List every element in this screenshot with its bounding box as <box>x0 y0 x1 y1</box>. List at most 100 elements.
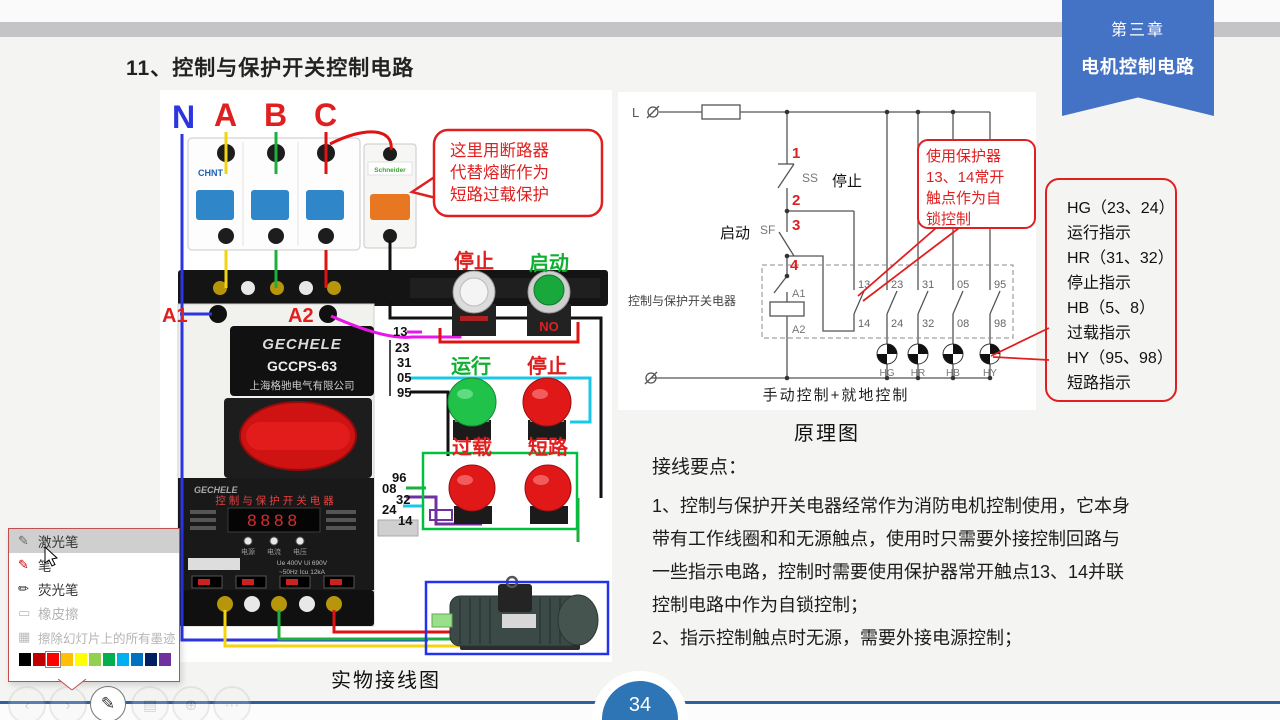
lower-terminal-numbers: 96 08 32 24 14 <box>382 470 413 528</box>
erase-all-icon: ▦ <box>18 629 31 644</box>
legend-line: HY（95、98） <box>1067 350 1173 367</box>
svg-text:HB: HB <box>946 368 960 379</box>
notes-line: 2、指示控制触点时无源，需要外接电源控制； <box>652 628 1023 648</box>
eraser-icon: ▭ <box>18 605 31 620</box>
more-options-button[interactable]: ⋯ <box>213 686 251 720</box>
lamp-legend-callout: HG（23、24） 运行指示 HR（31、32） 停止指示 HB（5、8） 过载… <box>1045 178 1177 402</box>
notes-block: 接线要点： 1、控制与保护开关电器经常作为消防电机控制使用，它本身 带有工作线圈… <box>652 452 1212 655</box>
svg-text:HG: HG <box>880 368 895 379</box>
ss-stop-label: 停止 <box>832 173 862 190</box>
legend-line: 过载指示 <box>1067 325 1132 342</box>
schematic-caption: 原理图 <box>794 423 860 445</box>
start-pushbutton <box>527 270 571 336</box>
color-swatch[interactable] <box>103 653 115 666</box>
wiring-photo-figure: CHNT Schneider <box>160 90 612 662</box>
color-swatch[interactable] <box>117 653 129 666</box>
breaker-callout: 这里用断路器 代替熔断作为 短路过载保护 <box>408 128 604 218</box>
svg-text:运行: 运行 <box>451 354 491 378</box>
ink-color-palette <box>9 649 179 668</box>
junction-dots <box>784 109 993 381</box>
circuit-lines <box>644 104 990 385</box>
notes-line: 带有工作线圈和和无源触点，使用时只需要外接控制回路与 <box>652 529 1120 549</box>
svg-text:13、14常开: 13、14常开 <box>926 169 1004 186</box>
photo-caption: 实物接线图 <box>331 670 441 692</box>
svg-text:95: 95 <box>397 385 411 400</box>
svg-text:SS: SS <box>802 171 818 185</box>
wiring-photo: CHNT Schneider <box>162 97 610 656</box>
color-swatch[interactable] <box>61 653 73 666</box>
color-swatch[interactable] <box>33 653 45 666</box>
upper-terminal-numbers: 13 23 31 05 95 <box>389 324 411 400</box>
menu-item-laser-pointer[interactable]: ✎ 激光笔 <box>9 529 179 553</box>
svg-text:14: 14 <box>398 513 413 528</box>
svg-text:24: 24 <box>382 502 397 517</box>
notes-line: 一些指示电路，控制时需要使用保护器常开触点13、14并联 <box>652 562 1125 582</box>
svg-text:上海格驰电气有限公司: 上海格驰电气有限公司 <box>250 379 355 392</box>
legend-line: HG（23、24） <box>1067 200 1175 217</box>
svg-text:95: 95 <box>994 279 1006 291</box>
svg-text:电流: 电流 <box>267 547 281 556</box>
stop-lamp <box>522 377 572 440</box>
menu-item-label: 橡皮擦 <box>38 607 79 622</box>
svg-text:4: 4 <box>790 257 799 274</box>
color-swatch[interactable] <box>159 653 171 666</box>
svg-text:短路: 短路 <box>528 435 569 459</box>
legend-line: 停止指示 <box>1067 275 1132 292</box>
svg-text:NO: NO <box>539 319 559 334</box>
color-swatch[interactable] <box>19 653 31 666</box>
next-slide-button[interactable]: › <box>49 686 87 720</box>
svg-text:31: 31 <box>397 355 411 370</box>
color-swatch[interactable] <box>89 653 101 666</box>
din-clip <box>377 519 419 537</box>
svg-text:启动: 启动 <box>529 251 569 275</box>
svg-text:A1: A1 <box>792 288 805 300</box>
svg-text:A2: A2 <box>792 324 805 336</box>
device-box-label: 控制与保护开关电器 <box>628 294 736 308</box>
chnt-breaker: CHNT <box>187 137 361 251</box>
menu-item-pen[interactable]: ✎ 笔 <box>9 553 179 577</box>
zoom-slide-button[interactable]: ⊕ <box>172 686 210 720</box>
svg-text:HY: HY <box>983 368 997 379</box>
prev-slide-button[interactable]: ‹ <box>8 686 46 720</box>
sf-start-label: 启动 <box>720 225 750 242</box>
svg-text:锁控制: 锁控制 <box>926 211 971 228</box>
menu-pointer-notch <box>58 679 87 691</box>
menu-item-erase-all-ink[interactable]: ▦ 擦除幻灯片上的所有墨迹 <box>9 625 179 649</box>
purple-outline-box <box>429 509 453 521</box>
menu-item-highlighter[interactable]: ✏ 荧光笔 <box>9 577 179 601</box>
svg-text:Schneider: Schneider <box>374 167 406 174</box>
menu-item-label: 笔 <box>38 559 52 574</box>
pen-tools-button[interactable]: ✎ <box>90 686 126 720</box>
svg-text:~50Hz Icu 12kA: ~50Hz Icu 12kA <box>279 569 326 576</box>
svg-text:13: 13 <box>858 279 870 291</box>
svg-text:B: B <box>264 97 287 133</box>
svg-text:31: 31 <box>922 279 934 291</box>
svg-text:电源: 电源 <box>241 547 255 556</box>
color-swatch[interactable] <box>131 653 143 666</box>
color-swatch[interactable] <box>75 653 87 666</box>
svg-text:使用保护器: 使用保护器 <box>926 148 1001 165</box>
svg-text:控制与保护开关电器: 控制与保护开关电器 <box>215 494 337 507</box>
schneider-breaker: Schneider <box>363 143 417 249</box>
color-swatch-selected[interactable] <box>45 651 61 668</box>
protector-device: GECHELE GCCPS-63 上海格驰电气有限公司 GECHELE 控制与保… <box>177 303 375 627</box>
latch-callout: 使用保护器 13、14常开 触点作为自 锁控制 <box>857 139 1036 302</box>
menu-item-label: 荧光笔 <box>38 583 79 598</box>
svg-text:GCCPS-63: GCCPS-63 <box>267 358 337 374</box>
svg-text:Ue 400V Ui 690V: Ue 400V Ui 690V <box>277 560 328 567</box>
all-slides-button[interactable]: ▤ <box>131 686 169 720</box>
svg-text:触点作为自: 触点作为自 <box>926 190 1001 207</box>
color-swatch[interactable] <box>145 653 157 666</box>
svg-text:停止: 停止 <box>527 354 567 378</box>
svg-text:电压: 电压 <box>293 547 307 556</box>
svg-text:3: 3 <box>792 217 800 234</box>
menu-item-eraser[interactable]: ▭ 橡皮擦 <box>9 601 179 625</box>
svg-text:GECHELE: GECHELE <box>262 336 342 353</box>
stop-pushbutton <box>452 270 496 336</box>
schematic: 控制与保护开关电器 L SS SF A1 A2 13 14 23 31 05 9… <box>628 104 1036 404</box>
chapter-label: 第三章 <box>1110 22 1165 39</box>
legend-line: 运行指示 <box>1067 225 1132 242</box>
button-labels: 停止 启动 NO 运行 停止 过载 短路 <box>451 249 569 459</box>
red-knob <box>239 401 357 471</box>
